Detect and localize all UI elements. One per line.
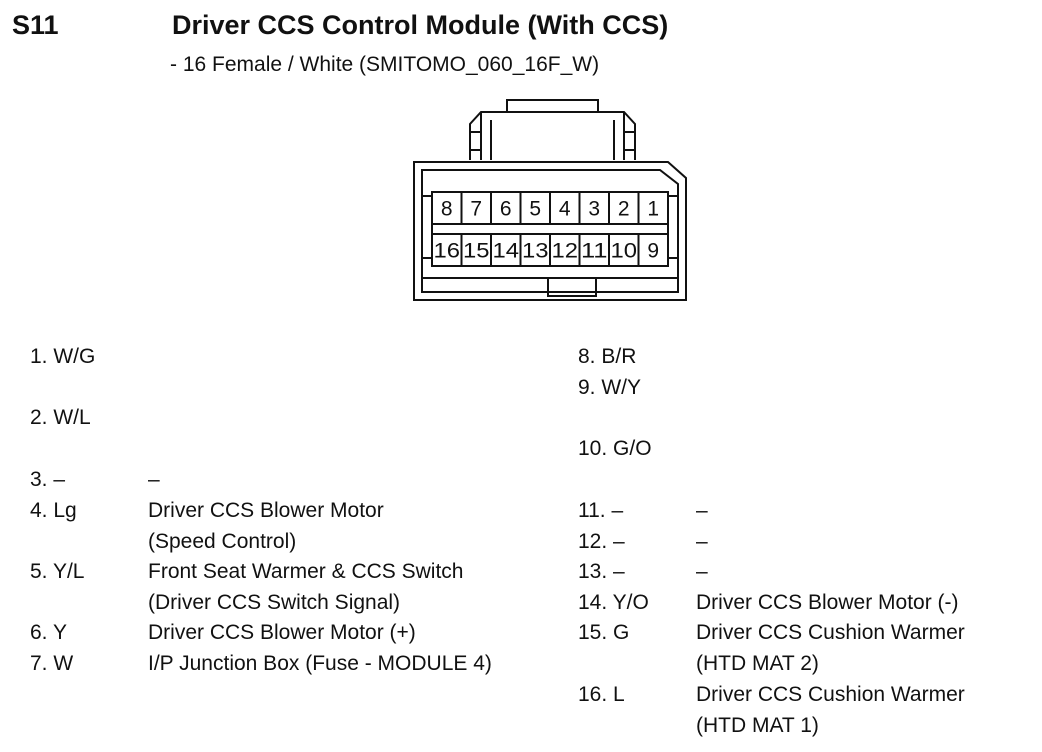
pin-cavity-number: 3 <box>588 198 600 221</box>
pin-description: I/P Junction Box (Fuse - MODULE 4) <box>148 652 492 675</box>
pin-id: 9. W/Y <box>578 376 642 399</box>
pin-description: (HTD MAT 2) <box>696 651 819 675</box>
pin-id: 7. W <box>30 652 74 675</box>
pin-description: – <box>696 560 708 583</box>
pin-cavity-number: 9 <box>647 240 659 263</box>
pin-description: (HTD MAT 1) <box>696 713 819 737</box>
connector-spec: - 16 Female / White (SMITOMO_060_16F_W) <box>170 53 600 76</box>
pin-description: Driver CCS Blower Motor (+) <box>148 621 416 644</box>
pin-description: Front Seat Warmer & CCS Switch <box>148 560 464 583</box>
pin-id: 4. Lg <box>30 499 77 522</box>
pin-description: (Speed Control) <box>148 529 297 553</box>
pin-id: 8. B/R <box>578 345 637 368</box>
connector-key <box>547 278 597 297</box>
connector-housing <box>413 161 687 301</box>
diagram-title: Driver CCS Control Module (With CCS) <box>172 10 669 40</box>
pin-id: 1. W/G <box>30 345 96 368</box>
pin-cavity <box>637 233 669 267</box>
pin-cavity <box>637 191 669 225</box>
pin-id: 16. L <box>578 683 625 706</box>
pin-id: 15. G <box>578 621 630 644</box>
pin-cavity-number: 15 <box>463 240 490 263</box>
pin-cavity-number: 5 <box>529 198 541 221</box>
pin-cavity-number: 1 <box>647 198 659 221</box>
pin-id: 5. Y/L <box>30 560 85 583</box>
pin-description: – <box>696 499 708 522</box>
pin-id: 10. G/O <box>578 437 652 460</box>
pin-id: 3. – <box>30 468 66 491</box>
pin-description: Driver CCS Blower Motor (-) <box>696 591 959 614</box>
pin-cavity-number: 6 <box>500 198 512 221</box>
pin-cavity-number: 13 <box>522 240 549 263</box>
pin-description: Driver CCS Cushion Warmer <box>696 621 965 644</box>
pin-id: 14. Y/O <box>578 591 649 614</box>
pin-id: 11. – <box>578 499 624 522</box>
pin-cavity-number: 7 <box>470 198 482 221</box>
pin-cavity-number: 16 <box>434 240 461 263</box>
connector-latch <box>506 99 599 113</box>
pin-description: Driver CCS Blower Motor <box>148 499 384 522</box>
pin-id: 13. – <box>578 560 625 583</box>
pin-description: Driver CCS Cushion Warmer <box>696 683 965 706</box>
pin-id: 2. W/L <box>30 406 91 429</box>
pin-id: 12. – <box>578 530 625 553</box>
pin-cavity-number: 2 <box>618 198 630 221</box>
pin-cavity-number: 4 <box>559 198 571 221</box>
pin-description: – <box>696 530 708 553</box>
pin-cavity-number: 12 <box>552 240 579 263</box>
connector-latch-body <box>469 111 636 160</box>
pin-cavity-number: 10 <box>611 240 638 263</box>
pin-cavity-number: 14 <box>493 240 520 263</box>
pin-description: (Driver CCS Switch Signal) <box>148 590 401 614</box>
pin-description: – <box>148 468 160 491</box>
pin-id: 6. Y <box>30 621 67 644</box>
pin-cavity-number: 11 <box>581 240 608 263</box>
pin-cavity-number: 8 <box>441 198 453 221</box>
connector-code: S11 <box>12 10 59 40</box>
